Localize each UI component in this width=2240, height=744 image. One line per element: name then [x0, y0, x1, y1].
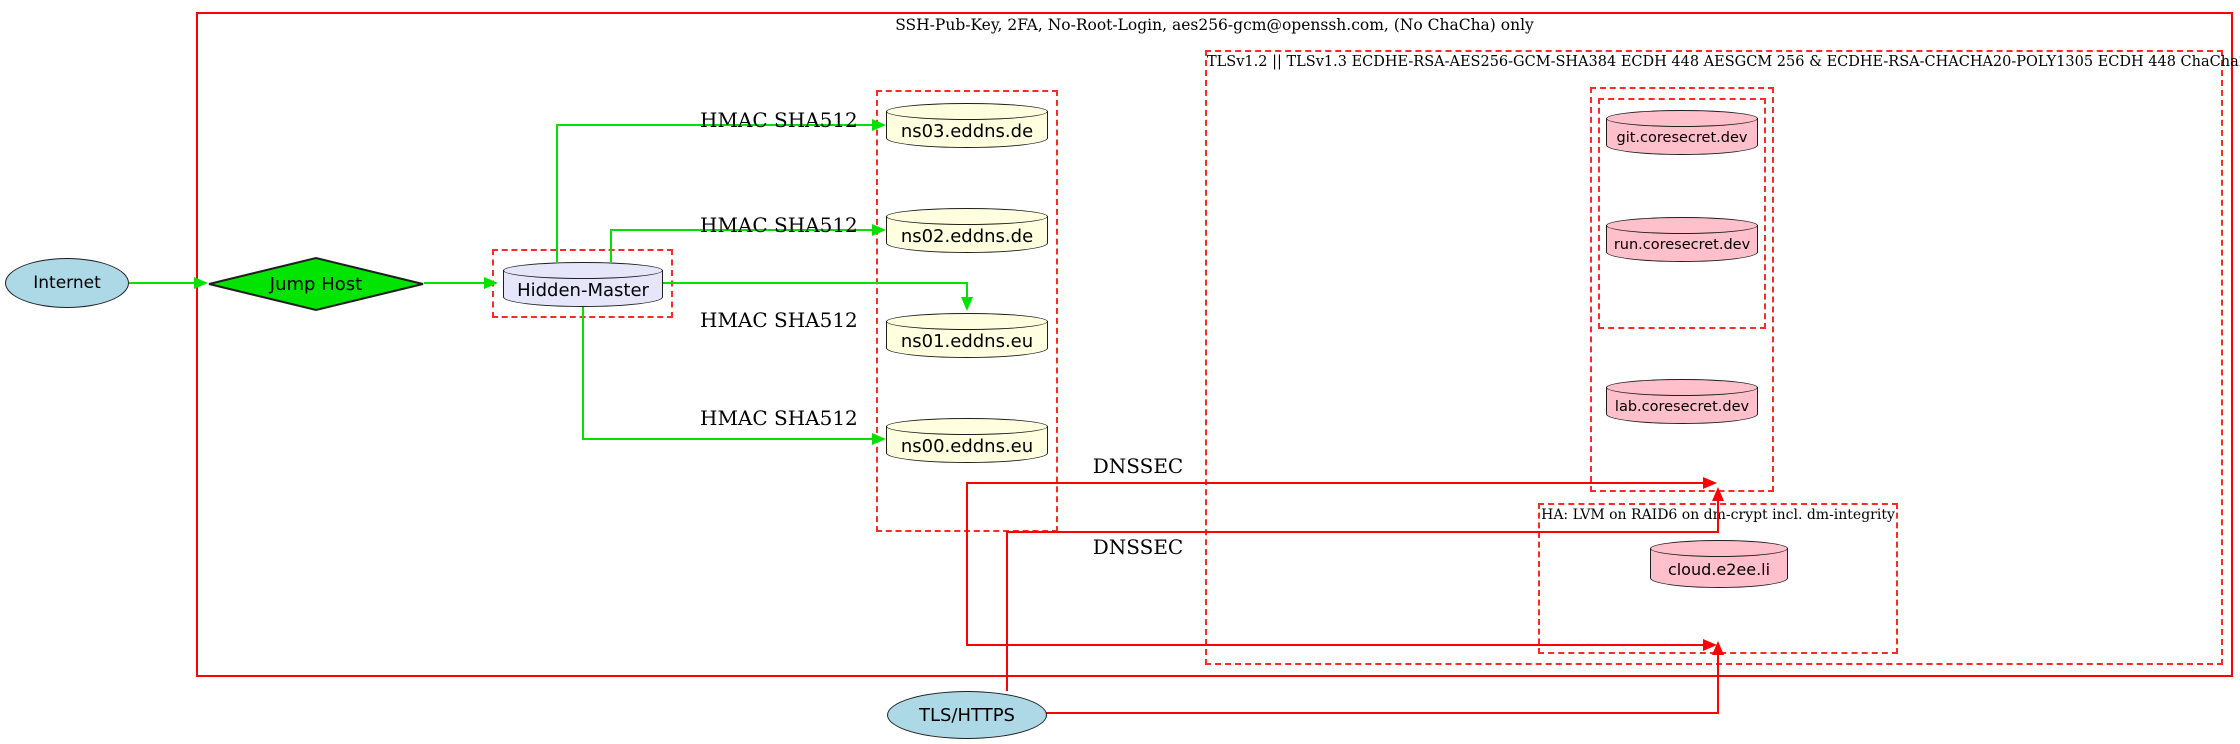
cluster-ssh-box: SSH-Pub-Key, 2FA, No-Root-Login, aes256-… — [196, 12, 2233, 677]
cluster-coresecret-inner-box — [1598, 98, 1766, 329]
edge-tlshttps-ha-hline — [1046, 712, 1719, 714]
edge-internet-jumphost-arrowhead — [194, 277, 208, 289]
node-ns00-label: ns00.eddns.eu — [900, 435, 1034, 457]
node-run-label: run.coresecret.dev — [1613, 237, 1751, 253]
node-run: run.coresecret.dev — [1606, 217, 1758, 262]
node-hidden-master: Hidden-Master — [503, 262, 663, 307]
edge-tlshttps-coresecret-hline — [1006, 531, 1719, 533]
node-jump-host: Jump Host — [206, 256, 426, 312]
node-jump-host-label: Jump Host — [269, 273, 363, 295]
edge-tlshttps-up-vline — [1006, 531, 1008, 691]
edge-hm-ns02-arrowhead — [872, 224, 886, 236]
node-ns01: ns01.eddns.eu — [886, 313, 1048, 358]
node-hidden-master-label: Hidden-Master — [517, 279, 649, 301]
cluster-coresecret-outer-box — [1590, 87, 1774, 492]
edge-hm-ns03-hline — [556, 124, 872, 126]
node-tls-https-label: TLS/HTTPS — [918, 704, 1015, 726]
edge-label-hmac-ns03: HMAC SHA512 — [700, 108, 858, 132]
cluster-ssh-label: SSH-Pub-Key, 2FA, No-Root-Login, aes256-… — [895, 16, 1534, 34]
edge-dnssec-stem-vline — [966, 483, 968, 645]
edge-tlshttps-ha-arrowhead — [1712, 641, 1724, 655]
edge-tlshttps-coresecret-arrowhead — [1712, 487, 1724, 501]
node-tls-https: TLS/HTTPS — [887, 691, 1047, 739]
edge-hm-ns01-vline — [966, 282, 968, 297]
node-ns03-label: ns03.eddns.de — [900, 120, 1034, 142]
edge-tlshttps-coresecret-vline — [1717, 500, 1719, 533]
node-lab: lab.coresecret.dev — [1606, 379, 1758, 424]
edge-dnssec-coresecret-arrowhead — [1703, 477, 1717, 489]
edge-hm-ns00-arrowhead — [872, 433, 886, 445]
node-internet: Internet — [5, 258, 129, 308]
node-lab-label: lab.coresecret.dev — [1614, 399, 1750, 415]
edge-internet-jumphost-line — [129, 282, 195, 284]
node-ns02-label: ns02.eddns.de — [900, 225, 1034, 247]
cluster-eddns-box — [876, 90, 1058, 532]
node-internet-label: Internet — [33, 273, 101, 293]
edge-hm-ns01-hline — [663, 282, 968, 284]
edge-tlshttps-ha-vline — [1717, 654, 1719, 714]
edge-hm-ns03-vline — [556, 124, 558, 262]
edge-label-hmac-ns00: HMAC SHA512 — [700, 406, 858, 430]
cluster-tls-box: TLSv1.2 || TLSv1.3 ECDHE-RSA-AES256-GCM-… — [1205, 50, 2240, 665]
edge-hm-ns02-vline — [610, 229, 612, 262]
node-cloud: cloud.e2ee.li — [1650, 540, 1788, 588]
edge-dnssec-ha-hline — [966, 644, 1703, 646]
edge-label-dnssec-2: DNSSEC — [1092, 535, 1184, 559]
edge-label-hmac-ns02: HMAC SHA512 — [700, 213, 858, 237]
node-ns01-label: ns01.eddns.eu — [900, 330, 1034, 352]
edge-label-dnssec-1: DNSSEC — [1092, 454, 1184, 478]
node-git-label: git.coresecret.dev — [1616, 130, 1748, 146]
edge-label-hmac-ns01: HMAC SHA512 — [700, 308, 858, 332]
edge-hm-ns00-hline — [582, 438, 872, 440]
node-ns00: ns00.eddns.eu — [886, 418, 1048, 463]
node-ns03: ns03.eddns.de — [886, 103, 1048, 148]
edge-hm-ns03-arrowhead — [872, 119, 886, 131]
edge-jumphost-hiddenmaster-arrowhead — [484, 277, 498, 289]
edge-hm-ns00-vline — [582, 307, 584, 439]
diamond-shape — [208, 256, 424, 312]
cluster-tls-label: TLSv1.2 || TLSv1.3 ECDHE-RSA-AES256-GCM-… — [1207, 54, 2240, 70]
edge-hm-ns02-hline — [610, 229, 872, 231]
edge-dnssec-coresecret-hline — [966, 482, 1703, 484]
node-ns02: ns02.eddns.de — [886, 208, 1048, 253]
node-cloud-label: cloud.e2ee.li — [1667, 560, 1771, 579]
node-git: git.coresecret.dev — [1606, 110, 1758, 155]
edge-hm-ns01-arrowhead — [961, 297, 973, 311]
edge-jumphost-hiddenmaster-line — [424, 282, 484, 284]
